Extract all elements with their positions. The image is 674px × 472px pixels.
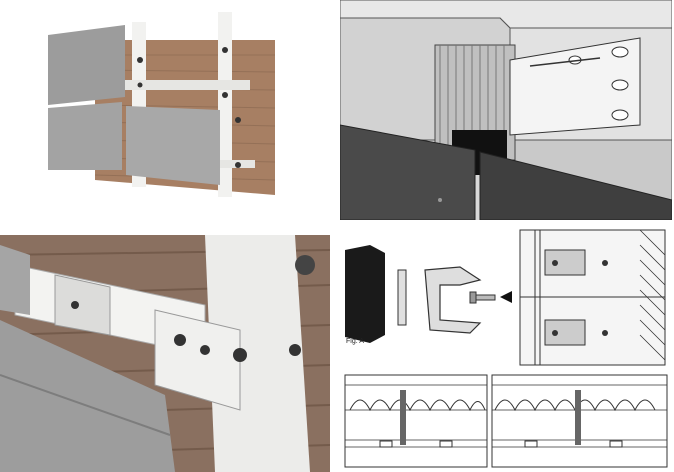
bracket-corner-drawing [340,0,672,220]
dark-cladding-panel-left [340,124,476,220]
rail-closeup-photo [0,235,330,472]
cladding-panel-top-left [48,25,125,105]
facade-panel-render [0,0,330,225]
bolt-head [295,255,315,275]
vertical-rail-right [218,12,232,197]
cladding-panel-bottom-right [126,106,220,185]
figure-label: Fig. A [346,338,364,345]
grey-cladding-panel [0,320,175,472]
dark-cladding-panel-right [479,151,672,220]
technical-section-drawing: Fig. A [340,225,672,472]
cladding-panel-bottom-left [48,102,122,170]
anchor-bracket [509,37,641,136]
clip-bracket [424,266,482,334]
panel-profile [345,245,385,343]
